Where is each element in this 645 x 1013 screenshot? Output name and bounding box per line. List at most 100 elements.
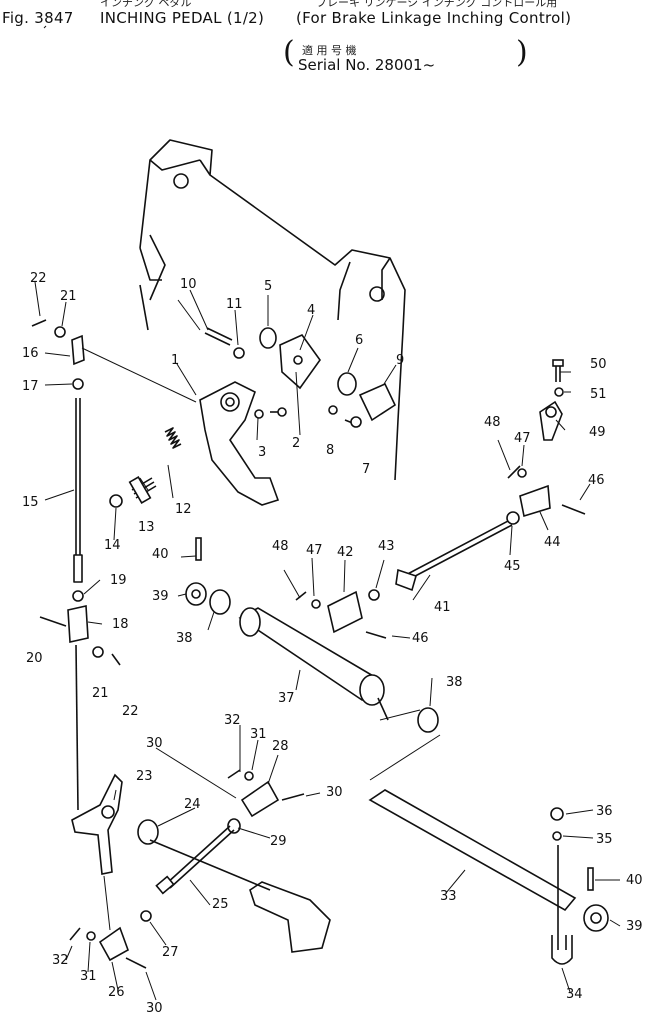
bolt-7 <box>344 416 362 428</box>
callout-21-bottom: 21 <box>92 686 109 701</box>
callout-39-left: 39 <box>152 589 169 604</box>
bushing-24 <box>137 819 159 845</box>
frame-bracket <box>139 139 406 481</box>
callout-19: 19 <box>110 573 127 588</box>
callout-15: 15 <box>22 495 39 510</box>
callout-20: 20 <box>26 651 43 666</box>
pin-30-center <box>281 793 305 801</box>
figure-title: INCHING PEDAL (1/2) <box>100 9 265 27</box>
pin-46-right <box>561 504 586 515</box>
callout-49: 49 <box>589 425 606 440</box>
callout-31-lower: 31 <box>80 969 97 984</box>
washer-47-center <box>311 599 321 609</box>
figure-number: Fig. 3847 <box>2 9 74 27</box>
sleeve-29 <box>227 818 241 834</box>
ubolt-34 <box>551 845 573 965</box>
bolt-25 <box>155 825 235 895</box>
callout-30-center: 30 <box>326 785 343 800</box>
bolt-2 <box>270 407 287 417</box>
pin-48-right <box>507 465 521 479</box>
callout-10: 10 <box>180 277 197 292</box>
nut-45 <box>506 511 520 525</box>
callout-32-center: 32 <box>224 713 241 728</box>
bushing-38-left <box>209 589 231 615</box>
rod-lower <box>75 644 79 811</box>
callout-42: 42 <box>337 545 354 560</box>
callout-39-right: 39 <box>626 919 643 934</box>
callout-50: 50 <box>590 357 607 372</box>
roller-9 <box>358 382 397 422</box>
callout-48-center: 48 <box>272 539 289 554</box>
nut-14 <box>109 494 123 508</box>
callout-24: 24 <box>184 797 201 812</box>
shaft-37 <box>238 607 389 721</box>
pin-32-lower <box>69 927 81 941</box>
pin-20 <box>39 616 67 627</box>
washer-31-lower <box>86 931 96 941</box>
callout-34: 34 <box>566 987 583 1002</box>
callout-38-left: 38 <box>176 631 193 646</box>
nut-17 <box>72 378 84 390</box>
washer-35 <box>552 831 562 841</box>
washer-8 <box>328 405 338 415</box>
callout-43: 43 <box>378 539 395 554</box>
callout-33: 33 <box>440 889 457 904</box>
callout-47-right: 47 <box>514 431 531 446</box>
figure-subtitle: (For Brake Linkage Inching Control) <box>296 9 572 27</box>
callout-12: 12 <box>175 502 192 517</box>
washer-11 <box>233 347 245 359</box>
pin-40-left <box>195 537 202 561</box>
washer-21-top <box>54 326 66 338</box>
callout-2: 2 <box>292 436 300 451</box>
lever-28 <box>240 780 280 818</box>
callout-32-lower: 32 <box>52 953 69 968</box>
callout-27: 27 <box>162 945 179 960</box>
nut-43 <box>368 589 380 601</box>
callout-37: 37 <box>278 691 295 706</box>
callout-4: 4 <box>307 303 315 318</box>
callout-40-left: 40 <box>152 547 169 562</box>
pin-32-center <box>227 769 241 779</box>
callout-36: 36 <box>596 804 613 819</box>
callout-11: 11 <box>226 297 243 312</box>
pin-30-lower <box>125 957 147 969</box>
callout-40-right: 40 <box>626 873 643 888</box>
callout-14: 14 <box>104 538 121 553</box>
callout-44: 44 <box>544 535 561 550</box>
washer-21-bottom <box>92 646 104 658</box>
serial-close-paren: ) <box>516 35 528 70</box>
callout-22-bottom: 22 <box>122 704 139 719</box>
pin-40-right <box>587 867 594 891</box>
title-kana: インチング ペダル <box>100 0 192 9</box>
callout-3: 3 <box>258 445 266 460</box>
clevis-26 <box>98 926 129 962</box>
pin-22-top <box>31 319 47 327</box>
callout-1: 1 <box>171 353 179 368</box>
washer-3 <box>254 409 264 419</box>
plate-4 <box>279 334 321 390</box>
callout-46-center: 46 <box>412 631 429 646</box>
callout-38-right: 38 <box>446 675 463 690</box>
rod-41 <box>395 519 513 592</box>
clevis-18 <box>67 605 89 643</box>
pedal-lever <box>199 381 280 506</box>
callout-22-top: 22 <box>30 271 47 286</box>
washer-31-center <box>244 771 254 781</box>
callout-23: 23 <box>136 769 153 784</box>
callout-25: 25 <box>212 897 229 912</box>
callout-9: 9 <box>396 353 404 368</box>
callout-29: 29 <box>270 834 287 849</box>
callout-47-center: 47 <box>306 543 323 558</box>
nut-36 <box>550 807 564 821</box>
callout-labels: 1 2 3 4 5 6 7 8 9 10 11 12 13 14 15 16 1… <box>22 271 643 1013</box>
callout-30-left: 30 <box>146 736 163 751</box>
washer-51 <box>554 387 564 397</box>
washer-27 <box>140 910 152 922</box>
bushing-5 <box>259 327 277 349</box>
bushing-38-right <box>417 707 439 733</box>
callout-31-center: 31 <box>250 727 267 742</box>
callout-5: 5 <box>264 279 272 294</box>
collar-39-left <box>185 582 207 606</box>
shaft-33 <box>368 789 577 912</box>
